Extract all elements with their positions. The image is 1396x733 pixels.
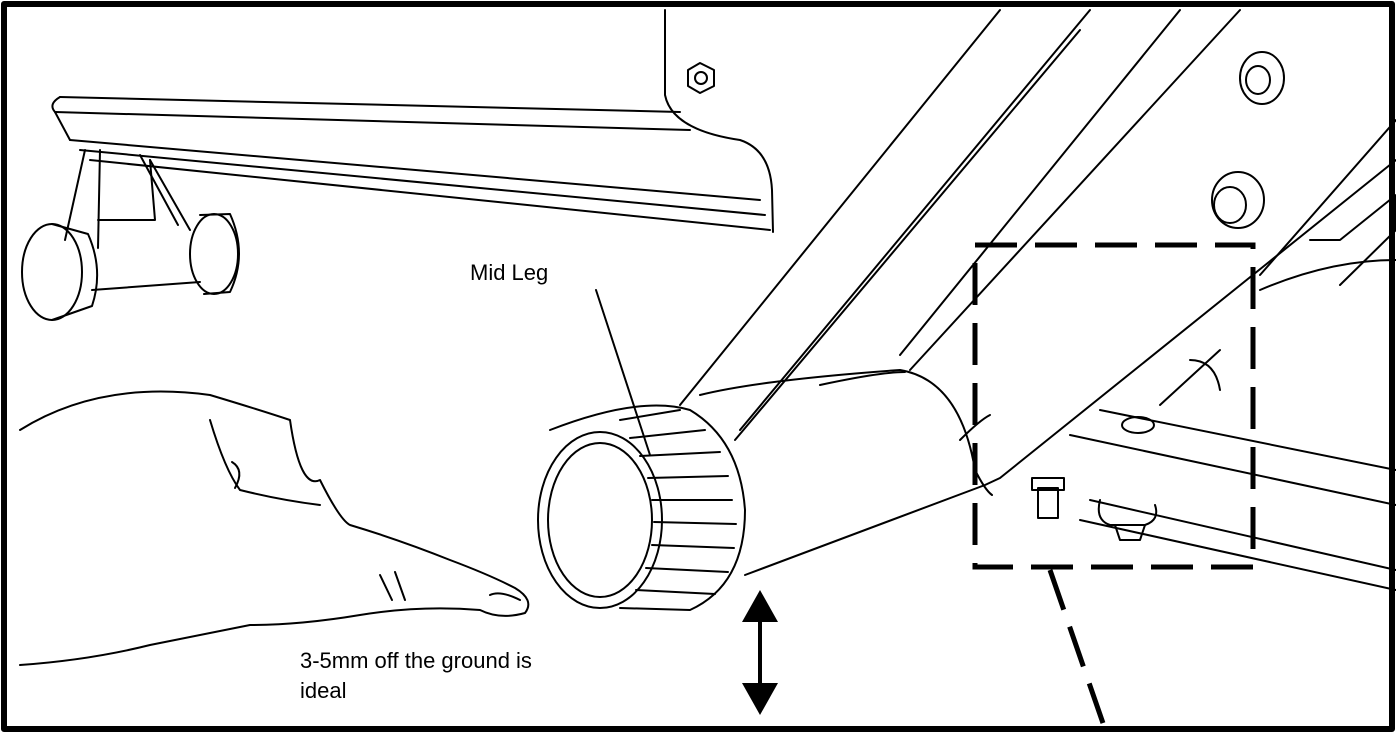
- rear-wheel-right: [189, 213, 240, 295]
- mid-leg-label: Mid Leg: [470, 260, 549, 285]
- rear-stabilizer-bar: [51, 9, 774, 233]
- rear-wheel-left: [21, 149, 201, 321]
- detail-callout-box: [972, 242, 1256, 730]
- ground-clearance-label-line1: 3-5mm off the ground is: [300, 648, 532, 673]
- hex-bolt-icon: [687, 62, 715, 94]
- ground-clearance-label: 3-5mm off the ground is ideal: [300, 646, 532, 706]
- pointing-hand: [19, 390, 530, 666]
- mid-leg-tube: [699, 119, 1396, 576]
- adjustment-foot-bolt: [1031, 477, 1158, 541]
- height-arrow-icon: [742, 590, 778, 715]
- main-legs: [679, 9, 1241, 441]
- side-bolts: [1211, 51, 1285, 229]
- ground-clearance-label-line2: ideal: [300, 678, 347, 703]
- mid-leg-end-cap: [537, 404, 746, 611]
- mid-leg-leader-line: [595, 289, 651, 456]
- front-crossbar: [1069, 349, 1396, 591]
